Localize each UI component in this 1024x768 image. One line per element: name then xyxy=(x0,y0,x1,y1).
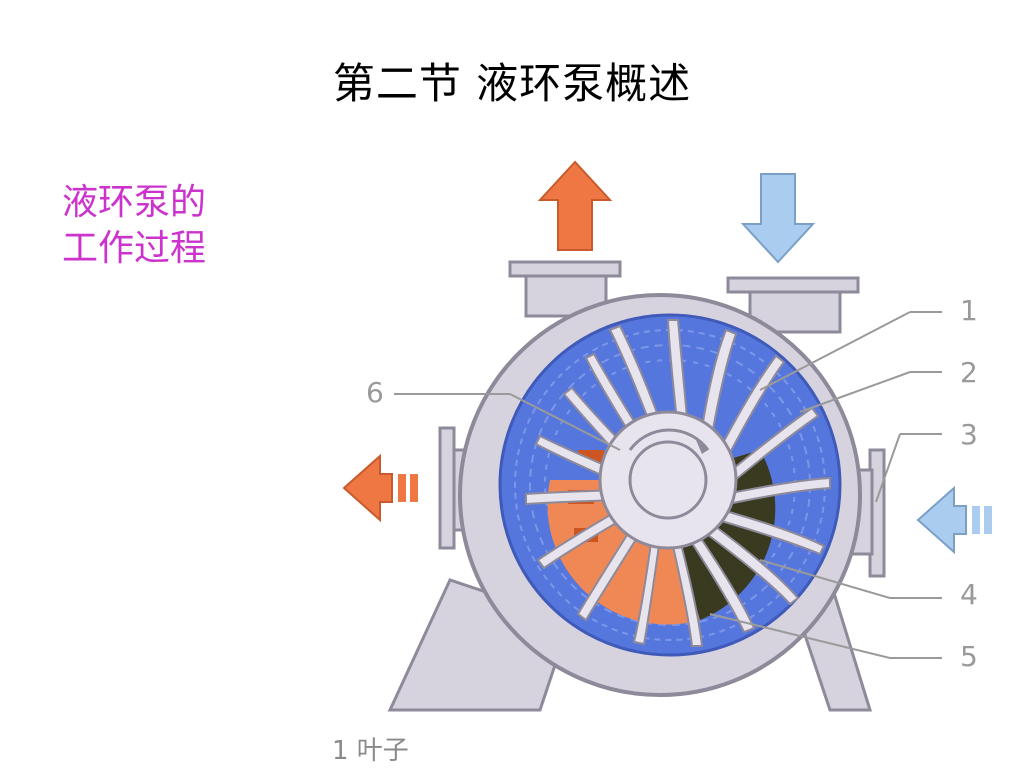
arrow-left-icon xyxy=(342,453,418,523)
impeller-hub xyxy=(598,410,738,550)
callout-2: 2 xyxy=(960,356,978,389)
callout-6: 6 xyxy=(366,376,384,409)
subtitle-line-2: 工作过程 xyxy=(62,228,207,269)
arrow-up-icon xyxy=(537,160,613,251)
arrow-left-icon xyxy=(916,485,992,555)
subtitle: 液环泵的 工作过程 xyxy=(62,180,262,272)
callout-5: 5 xyxy=(960,640,978,673)
callout-lines xyxy=(394,311,942,659)
subtitle-line-1: 液环泵的 xyxy=(62,182,207,223)
arrow-down-icon xyxy=(740,173,816,264)
callout-4: 4 xyxy=(960,578,978,611)
callout-3: 3 xyxy=(960,418,978,451)
slide-title: 第二节 液环泵概述 xyxy=(332,59,692,108)
impeller-blades xyxy=(525,319,831,647)
callout-1: 1 xyxy=(960,294,978,327)
pump-diagram-svg: 1 2 3 4 5 6 xyxy=(342,160,992,712)
figure-caption-partial: 1 叶子 xyxy=(332,736,409,766)
pump-diagram: 1 2 3 4 5 6 xyxy=(330,150,1024,750)
